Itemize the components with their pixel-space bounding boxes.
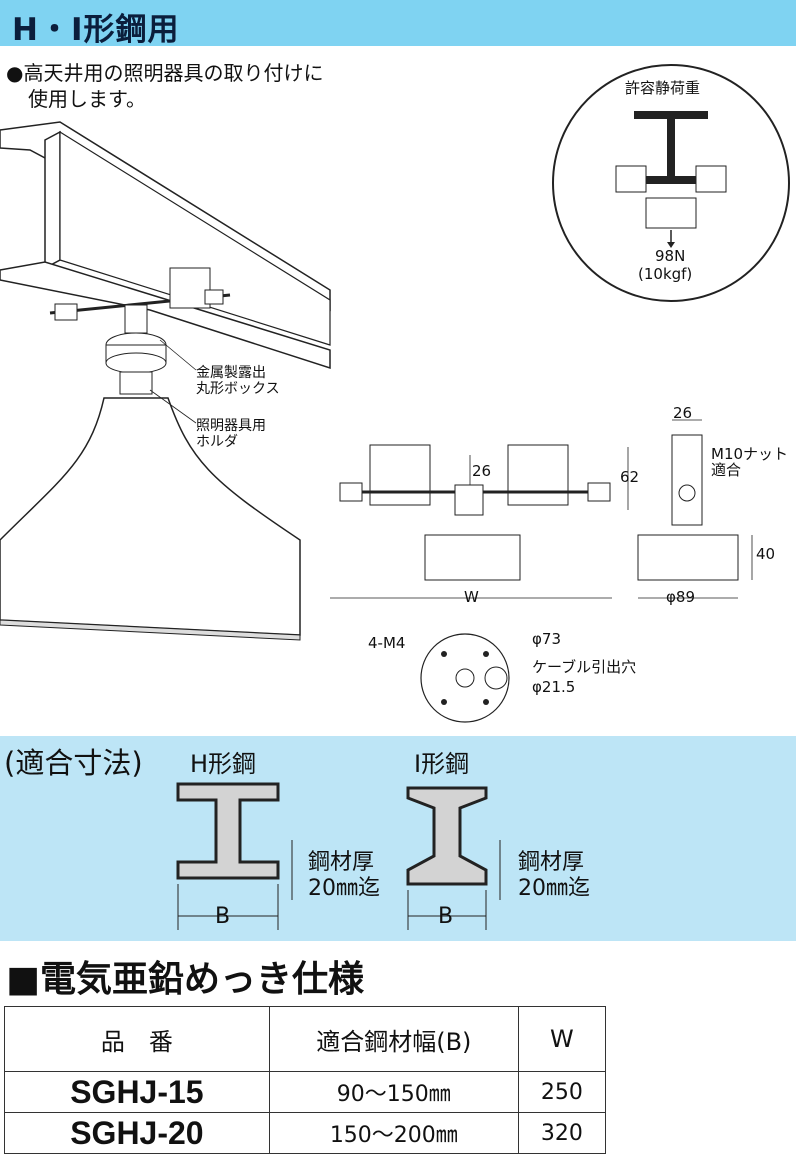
- dim-top-width: 26: [673, 404, 693, 422]
- i-width-label: B: [438, 904, 454, 929]
- fit-heading: (適合寸法): [4, 746, 143, 780]
- spec-table: 品 番 適合鋼材幅(B) W SGHJ-15 90～150㎜ 250 SGHJ-…: [4, 1006, 607, 1154]
- row-part: SGHJ-15: [4, 1071, 270, 1113]
- dim-width: W: [464, 588, 479, 606]
- load-inset: [552, 64, 790, 302]
- table-row: SGHJ-20 150～200㎜ 320: [4, 1112, 607, 1154]
- title-banner: [0, 0, 796, 46]
- row-w: 320: [517, 1112, 607, 1154]
- dim-total-height: 62: [620, 468, 640, 486]
- holder-label: 照明器具用 ホルダ: [196, 418, 266, 450]
- i-beam-label: I形鋼: [414, 750, 470, 778]
- dim-box-height: 40: [756, 545, 776, 563]
- dim-plate-dia: φ73: [532, 630, 561, 648]
- h-width-label: B: [215, 904, 231, 929]
- load-value: 98N: [655, 247, 686, 265]
- row-range: 90～150㎜: [268, 1071, 519, 1113]
- row-w: 250: [517, 1071, 607, 1113]
- dim-cable-hole-dia: φ21.5: [532, 678, 576, 696]
- nut-note: M10ナット 適合: [711, 445, 789, 479]
- header-w: W: [517, 1006, 607, 1072]
- table-row: SGHJ-15 90～150㎜ 250: [4, 1071, 607, 1113]
- row-range: 150～200㎜: [268, 1112, 519, 1154]
- intro-line-2: 使用します。: [28, 87, 146, 111]
- h-thickness-note: 鋼材厚 20㎜迄: [308, 850, 380, 901]
- dimension-drawing: [330, 419, 753, 723]
- header-part-number: 品 番: [4, 1006, 270, 1072]
- box-label: 金属製露出 丸形ボックス: [196, 365, 280, 397]
- spec-title: ■電気亜鉛めっき仕様: [6, 959, 365, 1000]
- fit-panel: [0, 736, 796, 941]
- header-fit-width: 適合鋼材幅(B): [268, 1006, 519, 1072]
- page-title: H・I形鋼用: [12, 12, 180, 48]
- load-title: 許容静荷重: [625, 79, 701, 97]
- installation-illustration: [0, 121, 331, 641]
- fit-diagrams: [176, 782, 501, 930]
- i-thickness-note: 鋼材厚 20㎜迄: [518, 850, 590, 901]
- h-beam-label: H形鋼: [190, 750, 257, 778]
- spec-header-row: 品 番 適合鋼材幅(B) W: [4, 1006, 607, 1072]
- intro-line-1: ●高天井用の照明器具の取り付けに: [6, 61, 324, 85]
- intro-text: ●高天井用の照明器具の取り付けに 使用します。: [6, 60, 323, 112]
- row-part: SGHJ-20: [4, 1112, 270, 1154]
- dim-cable-hole: ケーブル引出穴: [532, 658, 637, 676]
- load-value-alt: (10kgf): [638, 265, 693, 283]
- dim-screws: 4-M4: [368, 634, 406, 652]
- dim-clamp-height: 26: [472, 462, 492, 480]
- dim-box-dia: φ89: [666, 588, 695, 606]
